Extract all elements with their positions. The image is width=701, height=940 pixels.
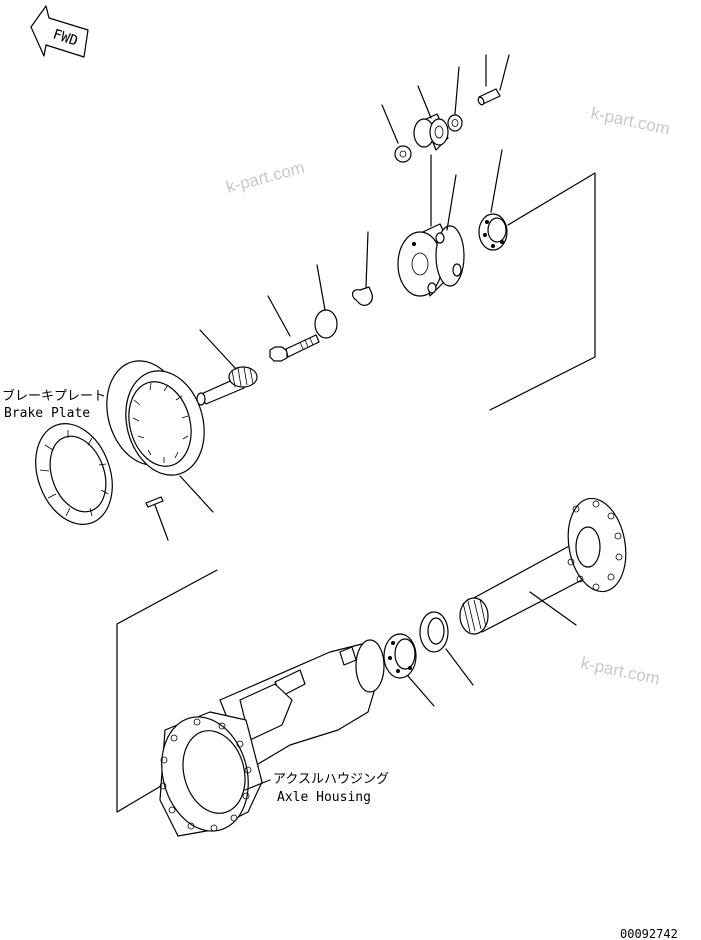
sun-gear-shaft bbox=[196, 329, 258, 406]
bolt bbox=[267, 295, 320, 362]
axle-housing bbox=[159, 639, 385, 837]
nut-left bbox=[381, 104, 412, 163]
pin-small bbox=[477, 54, 510, 106]
brake-plate-label-en: Brake Plate bbox=[4, 406, 90, 421]
thrust-washer bbox=[314, 264, 338, 339]
lower-reference-frame bbox=[116, 569, 218, 813]
watermark-1: k-part.com bbox=[589, 103, 671, 138]
bearing-right bbox=[478, 149, 508, 251]
lock-washer bbox=[351, 231, 373, 306]
ring-gear bbox=[106, 360, 214, 513]
axle-bearing bbox=[383, 633, 435, 707]
drawing-number: 00092742 bbox=[620, 927, 678, 940]
brake-plate-label-jp: ブレーキプレート bbox=[2, 388, 106, 404]
axle-housing-label-jp: アクスルハウジング bbox=[273, 772, 389, 787]
watermark-2: k-part.com bbox=[224, 158, 306, 197]
fwd-indicator: FWD bbox=[30, 5, 89, 58]
axle-housing-label-en: Axle Housing bbox=[277, 790, 371, 805]
axle-shaft bbox=[459, 497, 627, 635]
planet-carrier bbox=[397, 174, 465, 297]
dowel-pin bbox=[145, 496, 169, 541]
watermark-3: k-part.com bbox=[579, 653, 661, 688]
fwd-label: FWD bbox=[51, 27, 80, 50]
nut-small bbox=[447, 66, 463, 132]
brake-plate bbox=[35, 423, 113, 525]
spur-gear bbox=[413, 85, 449, 227]
upper-reference-frame bbox=[489, 172, 596, 411]
oil-seal bbox=[419, 611, 474, 686]
